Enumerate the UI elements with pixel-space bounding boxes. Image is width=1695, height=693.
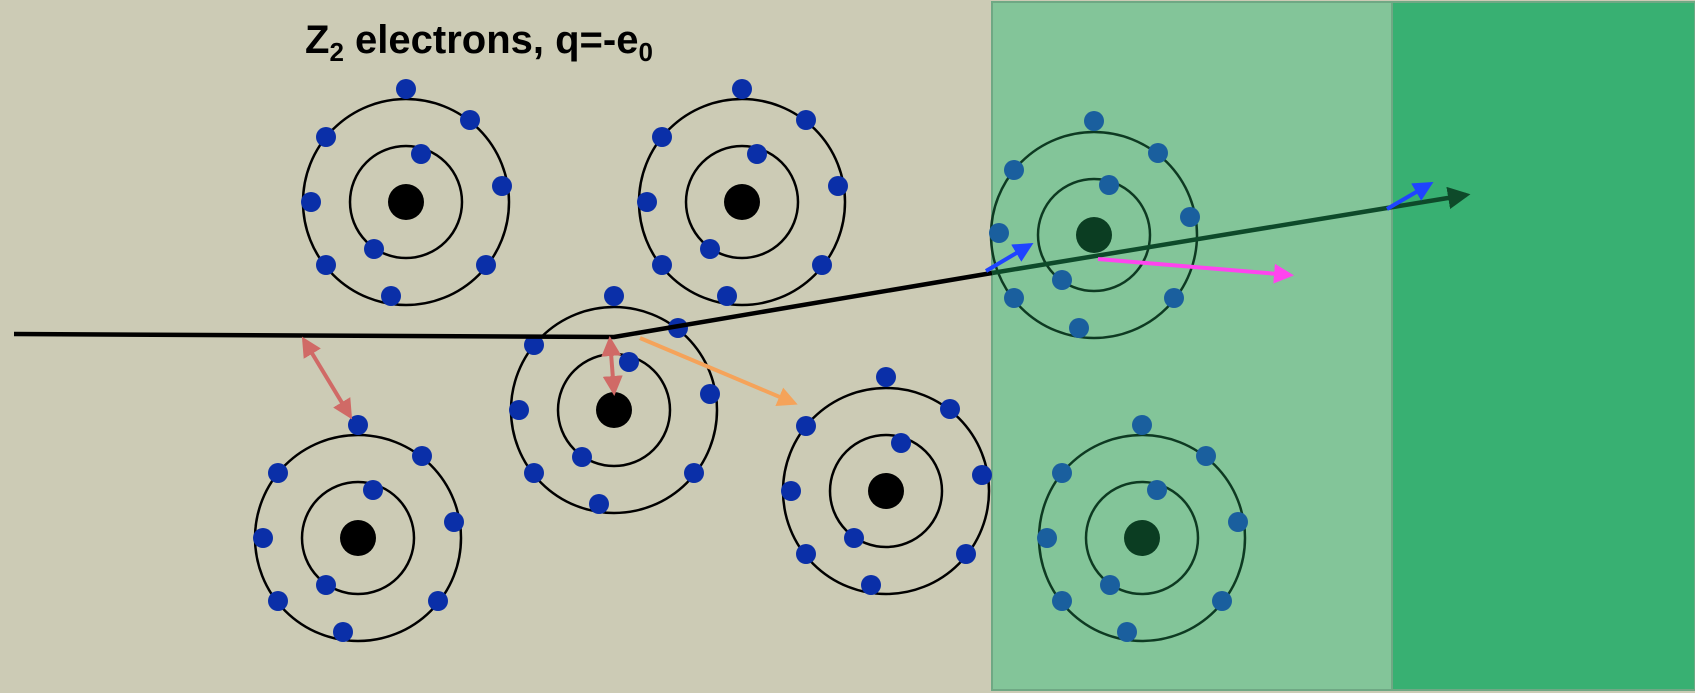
electron — [1069, 318, 1089, 338]
electron — [828, 176, 848, 196]
distant-interaction-arrow-left — [301, 336, 353, 420]
electron — [316, 255, 336, 275]
electron — [396, 79, 416, 99]
electron — [940, 399, 960, 419]
electron — [1212, 591, 1232, 611]
electron — [1004, 288, 1024, 308]
electron — [781, 481, 801, 501]
electron — [1052, 270, 1072, 290]
electron — [381, 286, 401, 306]
title-text: electrons, q=-e — [343, 18, 639, 62]
electron — [476, 255, 496, 275]
electron — [604, 286, 624, 306]
electron — [524, 335, 544, 355]
electron — [572, 447, 592, 467]
nucleus — [388, 184, 424, 220]
electron — [268, 591, 288, 611]
target-region-dark — [1391, 1, 1695, 691]
electron — [796, 544, 816, 564]
electron — [619, 352, 639, 372]
electron — [492, 176, 512, 196]
electron — [652, 255, 672, 275]
electron — [700, 239, 720, 259]
electron — [876, 367, 896, 387]
nucleus — [596, 392, 632, 428]
electron — [989, 223, 1009, 243]
electron — [1147, 480, 1167, 500]
electron — [363, 480, 383, 500]
secondary-arrow-left — [984, 242, 1034, 273]
electron — [509, 400, 529, 420]
electron — [1228, 512, 1248, 532]
electron — [428, 591, 448, 611]
electron — [1164, 288, 1184, 308]
electron — [747, 144, 767, 164]
electron — [268, 463, 288, 483]
electron — [796, 110, 816, 130]
electron — [1117, 622, 1137, 642]
electron — [1052, 591, 1072, 611]
electron — [253, 528, 273, 548]
electron — [861, 575, 881, 595]
electron — [348, 415, 368, 435]
electron — [972, 465, 992, 485]
recoil-arrow — [1097, 257, 1294, 284]
electron — [1004, 160, 1024, 180]
title-symbol-subscript: 2 — [329, 37, 344, 67]
electron — [301, 192, 321, 212]
title-symbol: Z — [305, 18, 330, 62]
electron — [796, 416, 816, 436]
electron — [460, 110, 480, 130]
electron — [412, 446, 432, 466]
electron — [1196, 446, 1216, 466]
electron — [411, 144, 431, 164]
nucleus — [868, 473, 904, 509]
electron — [891, 433, 911, 453]
delta-ray-arrow — [639, 336, 798, 406]
diagram-title: Z2 electrons, q=-e0 — [305, 14, 653, 66]
electron — [1100, 575, 1120, 595]
electron — [1132, 415, 1152, 435]
nucleus — [724, 184, 760, 220]
nucleus — [1124, 520, 1160, 556]
electron — [316, 575, 336, 595]
electron — [956, 544, 976, 564]
electron — [1037, 528, 1057, 548]
atom-top-left — [301, 79, 512, 307]
electron — [364, 239, 384, 259]
electron — [1084, 111, 1104, 131]
atom-in-region-top — [989, 111, 1200, 340]
electron — [652, 127, 672, 147]
electron — [524, 463, 544, 483]
electron — [700, 384, 720, 404]
electron — [684, 463, 704, 483]
title-charge-subscript: 0 — [638, 37, 653, 67]
electron — [333, 622, 353, 642]
nucleus — [1076, 217, 1112, 253]
electron — [1099, 175, 1119, 195]
atom-top-middle — [637, 79, 848, 307]
nucleus — [340, 520, 376, 556]
electron — [589, 494, 609, 514]
electron — [1052, 463, 1072, 483]
atom-bottom-middle — [781, 367, 992, 596]
target-region-light — [991, 1, 1393, 691]
electron — [717, 286, 737, 306]
electron — [637, 192, 657, 212]
atom-in-region-bottom — [1037, 415, 1248, 643]
electron — [844, 528, 864, 548]
close-interaction-arrow-center — [601, 336, 623, 396]
electron — [1180, 207, 1200, 227]
electron — [732, 79, 752, 99]
atom-center — [509, 286, 720, 515]
atom-bottom-left — [253, 415, 464, 643]
electron — [444, 512, 464, 532]
secondary-arrow-right — [1385, 181, 1434, 211]
electron — [1148, 143, 1168, 163]
electron — [316, 127, 336, 147]
electron — [812, 255, 832, 275]
